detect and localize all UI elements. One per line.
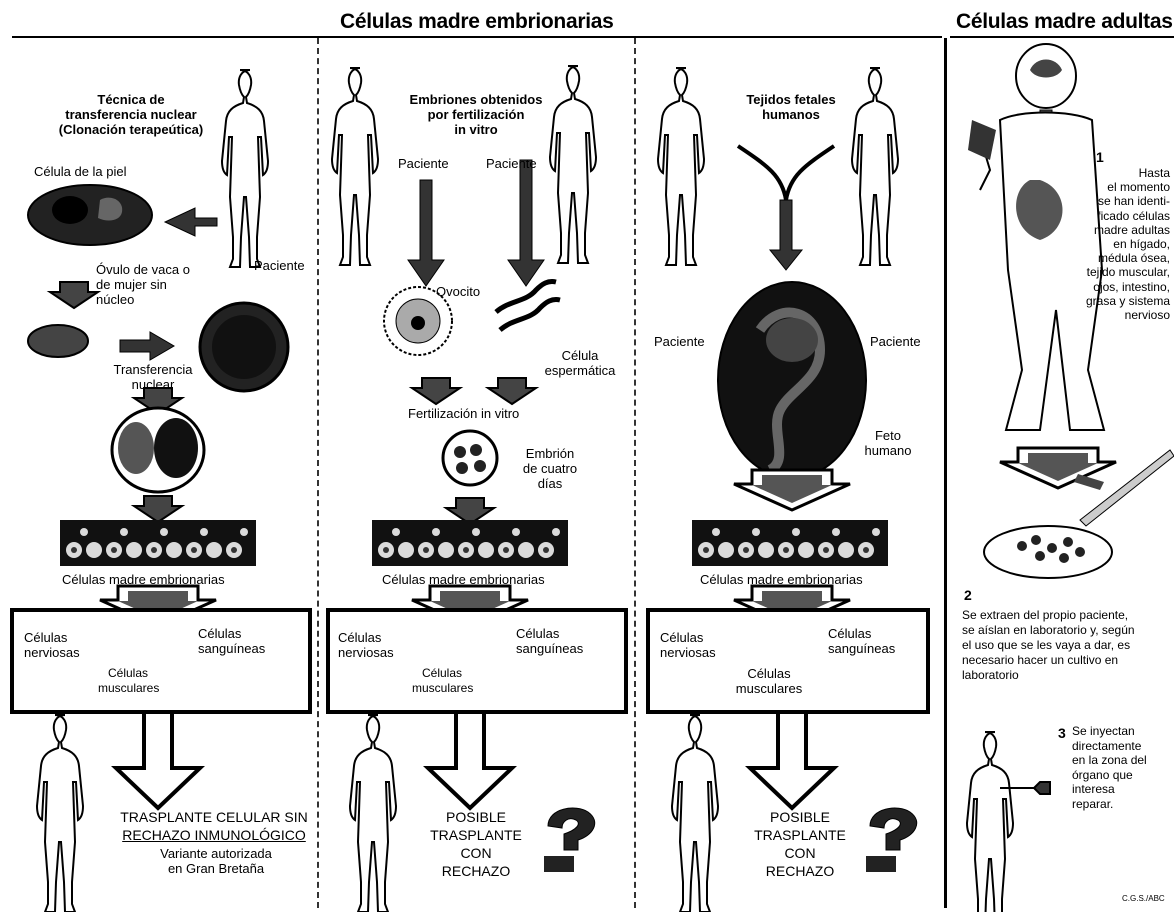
step3-text: Se inyectan directamente en la zona del … [1072, 724, 1172, 811]
col3-nerve-label: Células nerviosas [660, 630, 716, 660]
col3-result: POSIBLE TRASPLANTE CON RECHAZO [750, 808, 850, 880]
col1-ovule-label: Óvulo de vaca o de mujer sin núcleo [96, 262, 190, 307]
col1-result-line2: RECHAZO INMUNOLÓGICO [116, 826, 312, 844]
col1-cell-types-box [10, 608, 312, 714]
col3-blood-label: Células sanguíneas [828, 626, 895, 656]
col2-cell-types-box [326, 608, 628, 714]
col1-patient-label: Paciente [254, 258, 305, 273]
col1-muscle-label: Células musculares [98, 666, 158, 696]
col3-stem-row-label: Células madre embrionarias [700, 572, 863, 587]
col1-result-line3: Variante autorizada en Gran Bretaña [126, 846, 306, 876]
step1-number: 1 [1096, 150, 1104, 165]
col2-nerve-label: Células nerviosas [338, 630, 394, 660]
col2-muscle-label: Células musculares [412, 666, 472, 696]
step3-number: 3 [1058, 726, 1066, 741]
col2-title: Embriones obtenidos por fertilización in… [396, 92, 556, 137]
col1-blood-label: Células sanguíneas [198, 626, 265, 656]
col1-stem-row-label: Células madre embrionarias [62, 572, 225, 587]
step2-text: Se extraen del propio paciente, se aísla… [962, 608, 1172, 683]
col3-fetus-label: Feto humano [858, 428, 918, 458]
step1-text: Hasta el momento se han identi- ficado c… [1040, 166, 1170, 322]
col3-title: Tejidos fetales humanos [716, 92, 866, 122]
col3-patient-left: Paciente [654, 334, 705, 349]
credit: C.G.S./ABC [1122, 894, 1165, 904]
col2-oocyte-label: Ovocito [436, 284, 480, 299]
col1-result-line1: TRASPLANTE CELULAR SIN [116, 808, 312, 826]
col3-cell-types-box [646, 608, 930, 714]
col1-skin-cell-label: Célula de la piel [34, 164, 127, 179]
col2-fertilization-label: Fertilización in vitro [408, 406, 519, 421]
col1-transfer-label: Transferencia nuclear [98, 362, 208, 392]
col3-muscle-label: Células musculares [734, 666, 804, 696]
col2-result: POSIBLE TRASPLANTE CON RECHAZO [426, 808, 526, 880]
col1-nerve-label: Células nerviosas [24, 630, 80, 660]
col2-embryo-label: Embrión de cuatro días [512, 446, 588, 491]
col2-stem-row-label: Células madre embrionarias [382, 572, 545, 587]
col2-patient-right: Paciente [486, 156, 537, 171]
step2-number: 2 [964, 588, 972, 603]
col2-patient-left: Paciente [398, 156, 449, 171]
col2-sperm-label: Célula espermática [540, 348, 620, 378]
col2-blood-label: Células sanguíneas [516, 626, 583, 656]
col3-patient-right: Paciente [870, 334, 921, 349]
col1-title: Técnica de transferencia nuclear (Clonac… [46, 92, 216, 137]
